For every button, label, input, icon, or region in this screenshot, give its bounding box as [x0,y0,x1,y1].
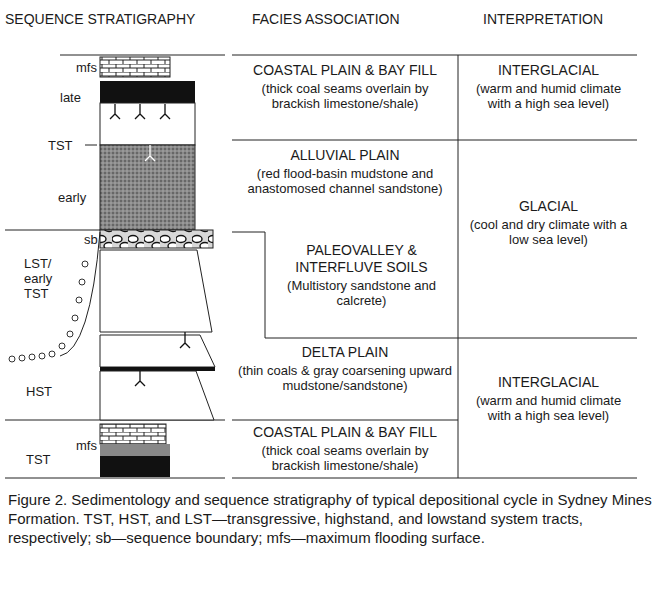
facies-heading: COASTAL PLAIN & BAY FILL [238,424,452,441]
column-heading: FACIES ASSOCIATION [252,12,400,27]
system-tract-label: mfs [76,438,97,453]
figure-caption: Figure 2. Sedimentology and sequence str… [8,490,658,547]
system-tract-label: sb [84,232,98,247]
system-tract-label: late [60,90,81,105]
facies-description: (warm and humid climate with a high sea … [464,81,633,111]
system-tract-label: LST/ early TST [24,256,60,301]
facies-heading: ALLUVIAL PLAIN [238,147,452,164]
facies-description: (red flood-basin mudstone and anastomose… [238,166,452,196]
facies-heading: GLACIAL [464,198,633,215]
facies-heading: DELTA PLAIN [238,344,452,361]
facies-description: (thin coals & gray coarsening upward mud… [238,363,452,393]
interpretation-band: GLACIAL (cool and dry climate with a low … [460,196,637,249]
system-tract-label: TST [26,452,51,467]
interpretation-band: INTERGLACIAL (warm and humid climate with… [460,60,637,113]
facies-description: (thick coal seams overlain by brackish l… [238,81,452,111]
column-heading: INTERPRETATION [483,12,603,27]
facies-description: (warm and humid climate with a high sea … [464,393,633,423]
system-tract-label: HST [26,384,52,399]
column-heading: SEQUENCE STRATIGRAPHY [5,12,195,27]
facies-description: (thick coal seams overlain by brackish l… [238,443,452,473]
system-tract-label: early [58,190,86,205]
facies-band: PALEOVALLEY & INTERFLUVE SOILS(Multistor… [267,240,456,310]
facies-band: COASTAL PLAIN & BAY FILL (thick coal seam… [234,422,456,475]
facies-heading: INTERGLACIAL [464,374,633,391]
system-tract-label: mfs [76,60,97,75]
facies-description: (Multistory sandstone and calcrete) [271,278,452,308]
facies-band: DELTA PLAIN (thin coals & gray coarsening… [234,342,456,395]
facies-description: (cool and dry climate with a low sea lev… [464,217,633,247]
facies-heading: COASTAL PLAIN & BAY FILL [238,62,452,79]
facies-band: ALLUVIAL PLAIN (red flood-basin mudstone … [234,145,456,198]
interpretation-band: INTERGLACIAL (warm and humid climate with… [460,372,637,425]
facies-heading: PALEOVALLEY & INTERFLUVE SOILS [271,242,452,276]
facies-band: COASTAL PLAIN & BAY FILL (thick coal seam… [234,60,456,113]
facies-heading: INTERGLACIAL [464,62,633,79]
system-tract-label: TST [48,138,73,153]
